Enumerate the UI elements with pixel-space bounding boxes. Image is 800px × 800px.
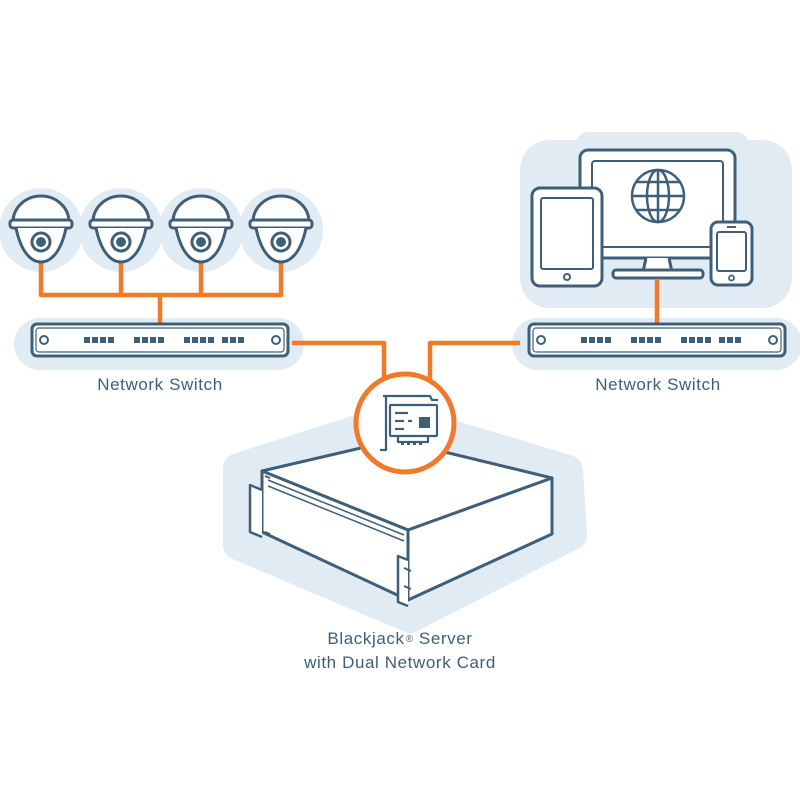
smartphone-icon: [709, 220, 754, 287]
dome-camera-icon: [88, 194, 154, 264]
dome-camera-icon: [8, 194, 74, 264]
globe-icon: [630, 168, 686, 224]
server-name-suffix: Server: [413, 629, 473, 648]
server-name: Blackjack: [327, 629, 405, 648]
network-card-icon: [353, 371, 457, 475]
network-switch-icon: [30, 322, 290, 358]
registered-mark: ®: [405, 634, 414, 645]
rack-server-icon: [248, 438, 554, 608]
right-switch-label: Network Switch: [595, 375, 721, 394]
camera-group: [8, 194, 314, 264]
server-label-line2: with Dual Network Card: [304, 653, 496, 672]
dome-camera-icon: [248, 194, 314, 264]
dome-camera-icon: [168, 194, 234, 264]
server-label: Blackjack® Server with Dual Network Card: [250, 627, 550, 675]
network-switch-icon: [527, 322, 787, 358]
server-label-line1: Blackjack® Server: [250, 627, 550, 651]
monitor-icon: [578, 148, 737, 280]
cable-lines: [38, 262, 660, 380]
left-switch-label: Network Switch: [97, 375, 223, 394]
tablet-icon: [530, 186, 604, 288]
